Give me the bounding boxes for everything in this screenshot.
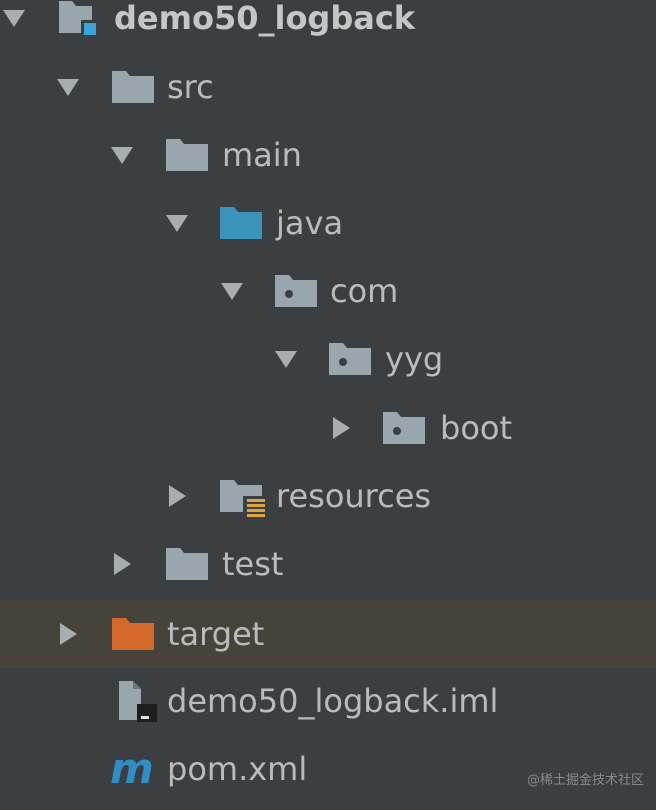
source-root-folder-icon xyxy=(219,204,262,242)
svg-text:m: m xyxy=(110,747,154,789)
tree-item-pom-xml[interactable]: m pom.xml xyxy=(0,735,656,803)
chevron-right-icon[interactable] xyxy=(110,552,134,576)
tree-item-iml-file[interactable]: demo50_logback.iml xyxy=(0,667,656,735)
tree-item-label: com xyxy=(330,272,399,310)
maven-icon: m xyxy=(108,747,154,789)
excluded-folder-icon xyxy=(111,615,154,653)
chevron-down-icon[interactable] xyxy=(165,211,189,235)
folder-icon xyxy=(165,136,208,174)
tree-item-label: target xyxy=(167,615,265,653)
tree-item-label: test xyxy=(222,545,284,583)
tree-item-label: boot xyxy=(440,409,513,447)
tree-item-label: src xyxy=(167,68,214,106)
tree-item-main[interactable]: main xyxy=(0,121,656,189)
folder-icon xyxy=(111,68,154,106)
tree-item-com[interactable]: com xyxy=(0,257,656,325)
tree-item-label: main xyxy=(222,136,302,174)
tree-item-java[interactable]: java xyxy=(0,189,656,257)
tree-item-resources[interactable]: resources xyxy=(0,462,656,530)
tree-item-label: java xyxy=(276,204,344,242)
tree-item-demo50-logback[interactable]: demo50_logback xyxy=(0,0,656,52)
chevron-down-icon[interactable] xyxy=(274,347,298,371)
chevron-right-icon[interactable] xyxy=(56,622,80,646)
tree-item-label: pom.xml xyxy=(167,750,308,788)
chevron-down-icon[interactable] xyxy=(220,279,244,303)
package-icon xyxy=(274,272,317,310)
tree-item-label: demo50_logback.iml xyxy=(167,682,499,720)
tree-item-test[interactable]: test xyxy=(0,530,656,598)
folder-icon xyxy=(165,545,208,583)
tree-item-label: resources xyxy=(276,477,432,515)
chevron-down-icon[interactable] xyxy=(110,143,134,167)
tree-item-yyg[interactable]: yyg xyxy=(0,325,656,393)
tree-item-label: demo50_logback xyxy=(114,0,416,37)
tree-item-src[interactable]: src xyxy=(0,53,656,121)
iml-file-icon xyxy=(117,680,157,722)
chevron-down-icon[interactable] xyxy=(56,75,80,99)
module-folder-icon xyxy=(58,0,97,37)
package-icon xyxy=(328,340,371,378)
chevron-right-icon[interactable] xyxy=(329,416,353,440)
chevron-right-icon[interactable] xyxy=(165,484,189,508)
resources-folder-icon xyxy=(219,477,267,518)
tree-item-label: yyg xyxy=(385,340,444,378)
watermark: @稀土掘金技术社区 xyxy=(526,773,644,788)
package-icon xyxy=(382,409,425,447)
tree-item-boot[interactable]: boot xyxy=(0,394,656,462)
tree-item-target[interactable]: target xyxy=(0,600,656,668)
chevron-down-icon[interactable] xyxy=(2,6,26,30)
